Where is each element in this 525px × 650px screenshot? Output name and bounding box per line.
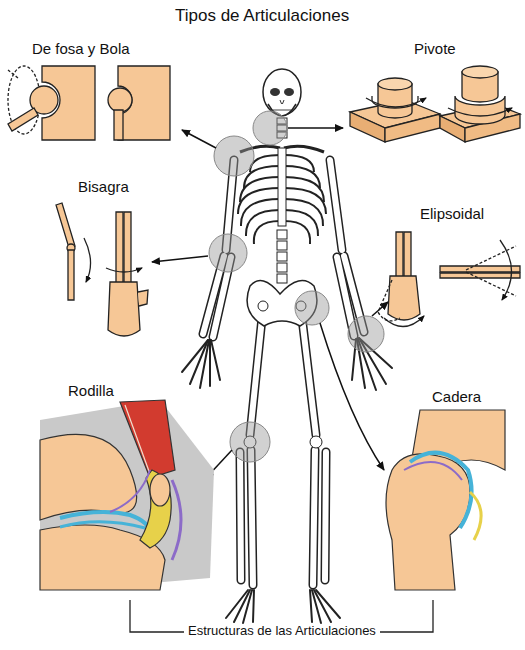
joint-type-label: Rodilla bbox=[68, 382, 114, 399]
hinge-figure bbox=[56, 203, 148, 336]
joint-type-label: De fosa y Bola bbox=[32, 40, 130, 57]
knee-figure bbox=[40, 400, 214, 590]
pivot-figure bbox=[350, 66, 520, 142]
skeleton bbox=[182, 69, 392, 623]
ellipsoidal-figure bbox=[378, 232, 520, 327]
joint-type-label: Cadera bbox=[432, 388, 481, 405]
joint-highlight bbox=[209, 111, 384, 462]
joint-type-label: Bisagra bbox=[78, 178, 129, 195]
diagram-title: Tipos de Articulaciones bbox=[175, 6, 349, 26]
leader-arrow bbox=[152, 128, 388, 478]
hip-figure bbox=[386, 410, 505, 590]
ball-socket-figure bbox=[8, 66, 170, 140]
joint-type-label: Elipsoidal bbox=[420, 205, 484, 222]
joint-type-label: Pivote bbox=[414, 40, 456, 57]
caption-label: Estructuras de las Articulaciones bbox=[184, 624, 380, 639]
